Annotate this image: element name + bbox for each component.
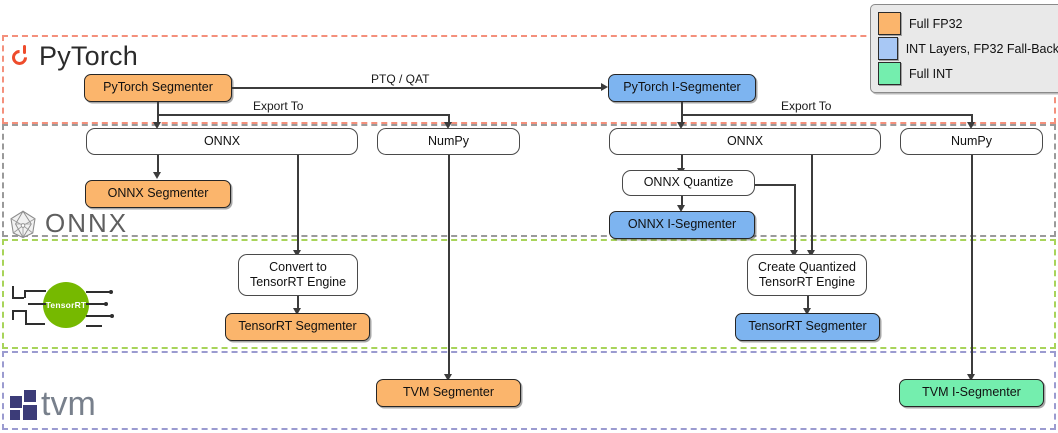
node-tensorrt-segmenter[interactable]: TensorRT Segmenter bbox=[225, 313, 370, 341]
edge-ptq-qat bbox=[232, 87, 604, 89]
legend-item: INT Layers, FP32 Fall-Back bbox=[878, 36, 1058, 61]
arrowhead bbox=[677, 122, 685, 129]
node-tensorrt-i-segmenter[interactable]: TensorRT Segmenter bbox=[735, 313, 880, 341]
edge-quantize-out bbox=[755, 184, 795, 186]
node-onnx-i-segmenter[interactable]: ONNX I-Segmenter bbox=[609, 211, 755, 239]
edge-converttrt-to-trtseg bbox=[297, 296, 299, 311]
node-onnx-segmenter[interactable]: ONNX Segmenter bbox=[85, 180, 231, 208]
blue-swatch-icon bbox=[878, 37, 898, 60]
node-convert-to-tensorrt-engine[interactable]: Convert to TensorRT Engine bbox=[238, 254, 358, 296]
arrowhead bbox=[153, 122, 161, 129]
pytorch-logo-label: PyTorch bbox=[39, 41, 138, 71]
edge-quantize-down bbox=[794, 184, 796, 252]
edge-onnx-to-quantize bbox=[681, 155, 683, 171]
node-numpy-right[interactable]: NumPy bbox=[900, 128, 1043, 155]
arrowhead bbox=[807, 250, 815, 257]
edge-export-right bbox=[681, 114, 972, 116]
arrowhead bbox=[293, 250, 301, 257]
edge-quantize-to-onnxiseg bbox=[681, 196, 683, 208]
arrowhead bbox=[967, 122, 975, 129]
node-pytorch-i-segmenter[interactable]: PyTorch I-Segmenter bbox=[608, 74, 756, 102]
arrowhead bbox=[444, 374, 452, 381]
edge-createtrt-to-trtiseg bbox=[807, 296, 809, 311]
edge-label-ptq-qat: PTQ / QAT bbox=[367, 72, 434, 86]
orange-swatch-icon bbox=[878, 12, 901, 35]
arrowhead bbox=[677, 205, 685, 212]
onnx-icosahedron-icon bbox=[10, 209, 36, 238]
edge-label-export-right: Export To bbox=[777, 99, 836, 113]
tensorrt-badge-label: TensorRT bbox=[45, 300, 87, 310]
color-legend: Full FP32 INT Layers, FP32 Fall-Back Ful… bbox=[870, 4, 1058, 93]
arrowhead bbox=[967, 374, 975, 381]
legend-label: INT Layers, FP32 Fall-Back bbox=[905, 41, 1058, 56]
node-pytorch-segmenter[interactable]: PyTorch Segmenter bbox=[84, 74, 232, 102]
legend-item: Full INT bbox=[878, 61, 1058, 86]
edge-label-export-left: Export To bbox=[249, 99, 308, 113]
arrowhead bbox=[601, 83, 608, 91]
edge-export-left bbox=[157, 114, 449, 116]
node-tvm-i-segmenter[interactable]: TVM I-Segmenter bbox=[899, 379, 1044, 407]
legend-item: Full FP32 bbox=[878, 11, 1058, 36]
arrowhead bbox=[444, 122, 452, 129]
edge-export-right-drop bbox=[971, 114, 973, 124]
edge-onnx-to-createtrt bbox=[811, 155, 813, 252]
tvm-square-icon bbox=[24, 390, 36, 402]
edge-numpy-to-tvmiseg bbox=[971, 155, 973, 377]
edge-numpy-to-tvmseg bbox=[448, 155, 450, 377]
node-onnx-left[interactable]: ONNX bbox=[86, 128, 358, 155]
legend-label: Full FP32 bbox=[909, 16, 963, 31]
tvm-logo-label: tvm bbox=[41, 385, 96, 423]
edge-onnx-to-onnxseg bbox=[157, 155, 159, 174]
tensorrt-logo: TensorRT bbox=[8, 278, 114, 333]
onnx-logo-label: ONNX bbox=[45, 208, 129, 238]
tensorrt-badge-icon: TensorRT bbox=[43, 282, 89, 328]
node-numpy-left[interactable]: NumPy bbox=[377, 128, 520, 155]
node-create-quantized-tensorrt-engine[interactable]: Create Quantized TensorRT Engine bbox=[747, 254, 867, 296]
tvm-logo: tvm bbox=[10, 385, 105, 430]
node-onnx-right[interactable]: ONNX bbox=[609, 128, 881, 155]
arrowhead bbox=[790, 250, 798, 257]
pytorch-logo: PyTorch bbox=[8, 41, 138, 72]
legend-label: Full INT bbox=[909, 66, 953, 81]
edge-export-left-drop bbox=[448, 114, 450, 124]
node-tvm-segmenter[interactable]: TVM Segmenter bbox=[376, 379, 521, 407]
band-tvm bbox=[2, 351, 1056, 430]
tvm-square-icon bbox=[10, 396, 22, 408]
onnx-logo: ONNX bbox=[8, 208, 128, 239]
arrowhead bbox=[153, 172, 161, 179]
arrowhead bbox=[293, 308, 301, 315]
arrowhead bbox=[803, 308, 811, 315]
pytorch-flame-icon bbox=[8, 44, 32, 70]
node-onnx-quantize[interactable]: ONNX Quantize bbox=[622, 170, 755, 196]
tvm-square-icon bbox=[10, 410, 20, 420]
tvm-square-icon bbox=[23, 405, 37, 420]
band-tensorrt bbox=[2, 239, 1056, 349]
green-swatch-icon bbox=[878, 62, 901, 85]
edge-ptseg-to-onnx bbox=[157, 102, 159, 124]
edge-onnx-to-converttrt bbox=[297, 155, 299, 252]
edge-ptiseg-to-onnx bbox=[681, 102, 683, 124]
